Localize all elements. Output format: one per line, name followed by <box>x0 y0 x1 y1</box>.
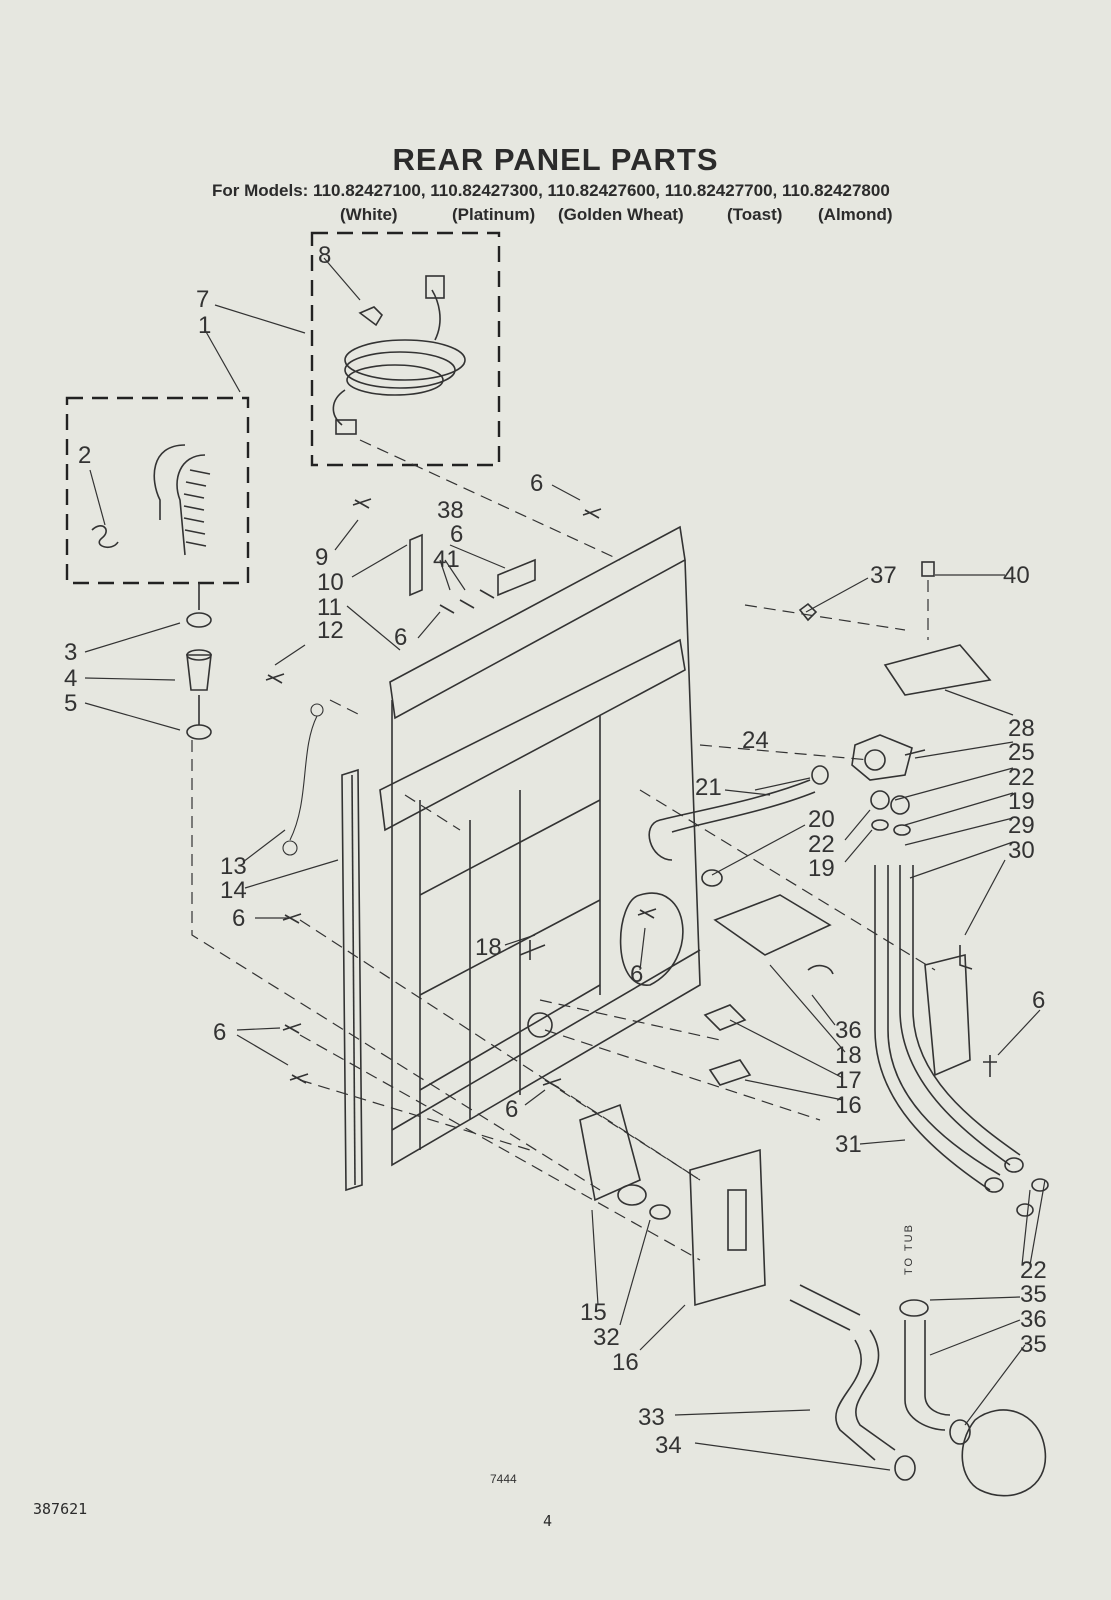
inlet-hose <box>648 765 829 887</box>
spacer-block-and-clip <box>409 533 536 597</box>
callout-label: 15 <box>580 1299 607 1326</box>
callout-label: 32 <box>593 1324 620 1351</box>
callout-label: 13 <box>220 853 247 880</box>
models-line: For Models: 110.82427100, 110.82427300, … <box>212 181 890 200</box>
pump-cover <box>579 1103 671 1220</box>
page-title: REAR PANEL PARTS <box>392 142 719 177</box>
callout-label: 16 <box>612 1349 639 1376</box>
power-cord <box>332 275 466 435</box>
callout-label: 6 <box>394 624 407 651</box>
callout-label: 34 <box>655 1432 682 1459</box>
callout-label: 1 <box>198 312 211 339</box>
callout-label: 5 <box>64 690 77 717</box>
callout-label: 19 <box>1008 788 1035 815</box>
callout-label: 8 <box>318 242 331 269</box>
callout-label: 2 <box>78 442 91 469</box>
callout-label: 6 <box>450 521 463 548</box>
callout-label: 33 <box>638 1404 665 1431</box>
illustration-code: 7444 <box>490 1472 517 1486</box>
callout-numbers: 7 1 8 2 3 4 5 6 38 6 9 41 10 11 12 6 13 … <box>64 242 1047 1486</box>
callout-label: 41 <box>433 546 460 573</box>
callout-label: 6 <box>530 470 543 497</box>
callout-label: 9 <box>315 544 328 571</box>
callout-label: 6 <box>232 905 245 932</box>
callout-label: 29 <box>1008 812 1035 839</box>
callout-label: 17 <box>835 1067 862 1094</box>
side-rail <box>341 768 363 1192</box>
callout-label: 3 <box>64 639 77 666</box>
callout-label: 4 <box>64 665 77 692</box>
callout-label: 35 <box>1020 1331 1047 1358</box>
assembly-lines <box>191 439 936 1261</box>
callout-label: 18 <box>475 934 502 961</box>
pump-hoses <box>789 1284 1047 1497</box>
junction-box <box>689 1148 766 1307</box>
callout-label: 6 <box>630 961 643 988</box>
callout-label: 30 <box>1008 837 1035 864</box>
callout-label: 28 <box>1008 715 1035 742</box>
color-label: (Platinum) <box>452 205 536 224</box>
color-label: (White) <box>340 205 398 224</box>
callout-label: 25 <box>1008 739 1035 766</box>
hose-clamp-coupling <box>186 583 212 740</box>
water-valve <box>851 734 926 836</box>
color-label: (Toast) <box>727 205 783 224</box>
callout-label: 31 <box>835 1131 862 1158</box>
to-tub-label: TO TUB <box>903 1223 915 1275</box>
drain-hose <box>91 444 211 556</box>
callout-leaders <box>84 257 1046 1471</box>
callout-label: 40 <box>1003 562 1030 589</box>
callout-label: 21 <box>695 774 722 801</box>
callout-label: 22 <box>808 831 835 858</box>
callout-label: 36 <box>1020 1306 1047 1333</box>
power-cord-kit-box <box>310 231 501 467</box>
fill-hoses <box>874 865 1049 1217</box>
callout-label: 20 <box>808 806 835 833</box>
callout-label: 14 <box>220 877 247 904</box>
callout-label: 10 <box>317 569 344 596</box>
callout-label: 11 <box>317 594 342 621</box>
valve-bracket <box>798 561 992 696</box>
callout-label: 24 <box>742 727 769 754</box>
callout-label: 6 <box>505 1096 518 1123</box>
color-label: (Almond) <box>818 205 893 224</box>
hose-cover <box>924 945 973 1077</box>
callout-label: 38 <box>437 497 464 524</box>
callout-label: 7 <box>196 286 209 313</box>
callout-label: 19 <box>808 855 835 882</box>
callout-label: 6 <box>213 1019 226 1046</box>
ground-wire <box>282 703 324 856</box>
callout-label: 37 <box>870 562 897 589</box>
callout-label: 35 <box>1020 1281 1047 1308</box>
drain-hose-kit-box <box>65 396 250 585</box>
rear-panel <box>379 525 701 1167</box>
callout-label: 18 <box>835 1042 862 1069</box>
callout-label: 36 <box>835 1017 862 1044</box>
small-brackets <box>519 894 834 1086</box>
document-number: 387621 <box>33 1500 88 1518</box>
screws <box>265 498 997 1089</box>
callout-label: 6 <box>1032 987 1045 1014</box>
page-number: 4 <box>543 1512 553 1530</box>
callout-label: 22 <box>1008 764 1035 791</box>
color-label: (Golden Wheat) <box>558 205 684 224</box>
callout-label: 12 <box>317 617 344 644</box>
callout-label: 16 <box>835 1092 862 1119</box>
callout-label: 22 <box>1020 1257 1047 1284</box>
